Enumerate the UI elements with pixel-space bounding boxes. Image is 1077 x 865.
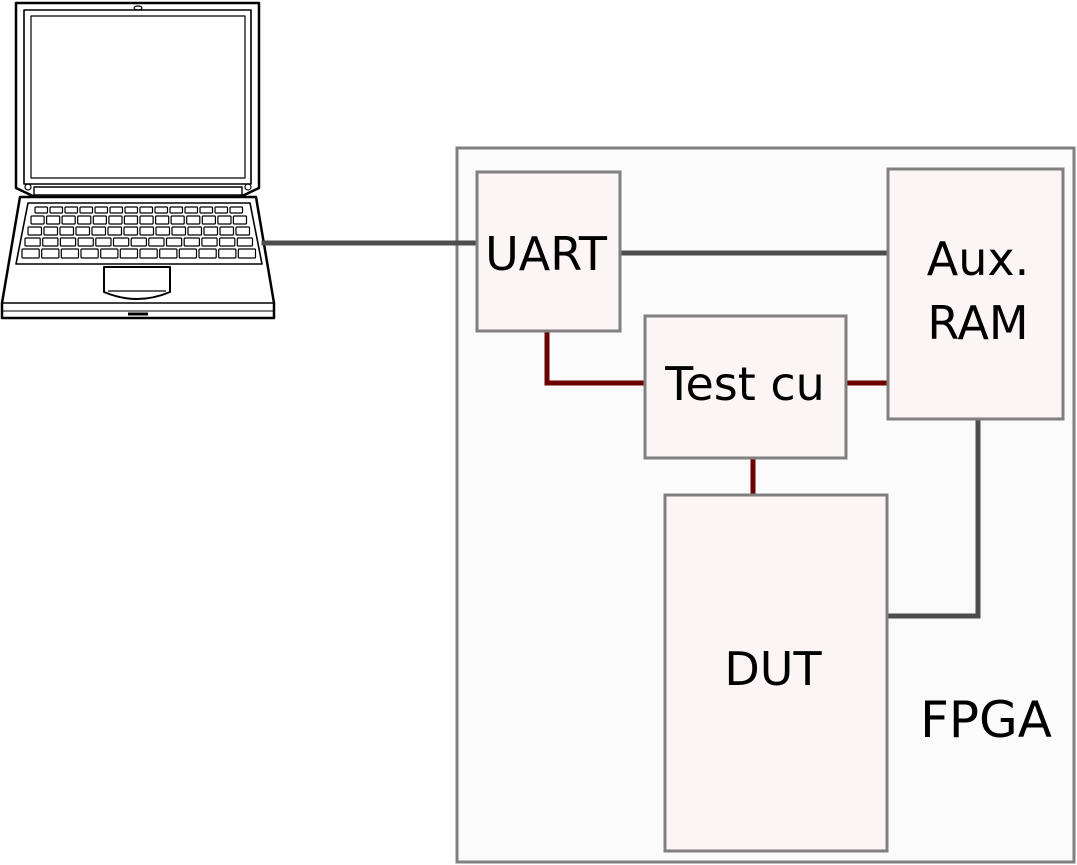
laptop-key bbox=[80, 248, 99, 259]
link-uart-test-cu bbox=[544, 331, 645, 386]
laptop-key bbox=[124, 206, 139, 214]
aux-ram-label-line2: RAM bbox=[927, 296, 1028, 350]
laptop-key bbox=[94, 206, 109, 214]
laptop-key bbox=[43, 226, 59, 236]
laptop-key bbox=[139, 248, 158, 259]
laptop-key bbox=[112, 237, 130, 247]
test-cu-label: Test cu bbox=[664, 357, 825, 411]
aux-ram-block bbox=[886, 167, 1065, 421]
laptop-key bbox=[237, 248, 257, 259]
laptop-key bbox=[119, 248, 139, 259]
laptop-key bbox=[77, 237, 94, 247]
laptop-key bbox=[92, 215, 108, 225]
laptop-key bbox=[198, 248, 217, 259]
laptop-key bbox=[139, 206, 154, 214]
laptop-key bbox=[123, 226, 139, 236]
laptop-key bbox=[139, 226, 155, 236]
laptop-key bbox=[100, 248, 119, 259]
laptop-key bbox=[214, 206, 229, 214]
laptop-key bbox=[77, 215, 92, 225]
laptop-key bbox=[130, 237, 147, 247]
laptop-key bbox=[107, 226, 123, 236]
laptop-key bbox=[171, 226, 187, 236]
laptop-key bbox=[201, 237, 218, 247]
laptop-key bbox=[236, 237, 254, 247]
laptop-key bbox=[59, 226, 75, 236]
laptop-key bbox=[219, 226, 235, 236]
laptop-key bbox=[148, 237, 165, 247]
laptop-key bbox=[218, 248, 237, 259]
laptop-key bbox=[27, 226, 43, 236]
dut-block bbox=[663, 493, 889, 853]
laptop-key bbox=[123, 215, 139, 225]
laptop-key bbox=[61, 215, 76, 225]
laptop-key bbox=[155, 226, 171, 236]
laptop-key bbox=[41, 248, 60, 259]
laptop-key bbox=[95, 237, 112, 247]
laptop-key bbox=[64, 206, 79, 214]
laptop-key bbox=[187, 226, 203, 236]
laptop-key bbox=[169, 206, 184, 214]
laptop-key bbox=[75, 226, 91, 236]
laptop-key bbox=[49, 206, 64, 214]
laptop-key bbox=[30, 215, 45, 225]
link-aux-ram-dut bbox=[884, 417, 981, 619]
laptop-key bbox=[165, 237, 183, 247]
laptop-key bbox=[159, 248, 178, 259]
laptop-key bbox=[229, 206, 244, 214]
laptop-key bbox=[178, 248, 198, 259]
laptop-key bbox=[59, 237, 77, 247]
dut-label: DUT bbox=[724, 642, 822, 696]
laptop-key bbox=[170, 215, 185, 225]
uart-block bbox=[475, 170, 622, 333]
laptop-key bbox=[217, 215, 232, 225]
laptop-key bbox=[21, 248, 40, 259]
test-cu-block bbox=[643, 314, 848, 460]
fpga-label: FPGA bbox=[920, 691, 1052, 749]
laptop-key bbox=[183, 237, 200, 247]
laptop-key bbox=[24, 237, 41, 247]
aux-ram-label-line1: Aux. bbox=[927, 232, 1029, 286]
laptop-key bbox=[155, 215, 170, 225]
laptop-key bbox=[219, 237, 236, 247]
laptop-key bbox=[201, 215, 217, 225]
uart-label: UART bbox=[485, 227, 608, 281]
laptop-key bbox=[45, 215, 61, 225]
laptop-key bbox=[232, 215, 248, 225]
laptop-key bbox=[91, 226, 107, 236]
laptop-key bbox=[184, 206, 199, 214]
laptop-key bbox=[235, 226, 251, 236]
laptop-key bbox=[34, 206, 49, 214]
laptop-key bbox=[108, 215, 123, 225]
laptop-key bbox=[79, 206, 94, 214]
laptop-icon bbox=[0, 1, 276, 320]
laptop-key bbox=[42, 237, 59, 247]
laptop-key bbox=[139, 215, 154, 225]
laptop-key bbox=[199, 206, 214, 214]
laptop-key bbox=[60, 248, 80, 259]
laptop-key bbox=[154, 206, 169, 214]
laptop-key bbox=[186, 215, 201, 225]
laptop-key bbox=[109, 206, 124, 214]
laptop-key bbox=[203, 226, 219, 236]
